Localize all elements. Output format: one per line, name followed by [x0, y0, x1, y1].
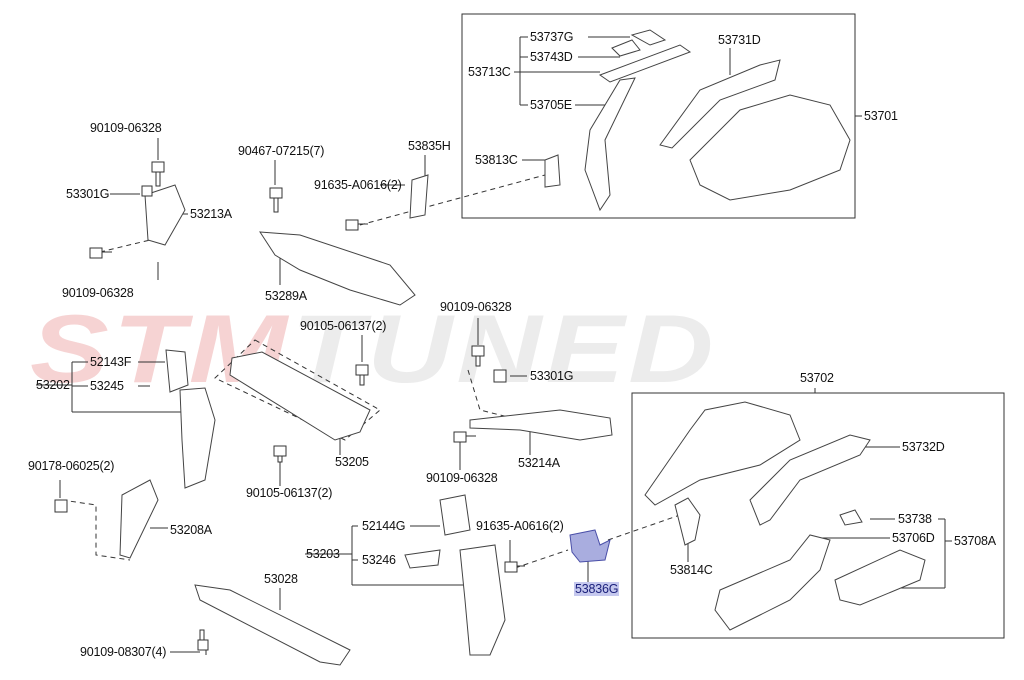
- part-label[interactable]: 90105-06137(2): [246, 486, 333, 500]
- part-label[interactable]: 53813C: [475, 153, 518, 167]
- part-label[interactable]: 53702: [800, 371, 834, 385]
- part-label[interactable]: 53835H: [408, 139, 451, 153]
- nut-icon: [493, 369, 507, 383]
- part-53705e: [584, 77, 636, 212]
- part-label[interactable]: 90105-06137(2): [300, 319, 387, 333]
- nut-icon: [54, 499, 68, 513]
- part-53208a: [119, 479, 159, 559]
- part-label[interactable]: 90109-08307(4): [80, 645, 167, 659]
- part-label[interactable]: 53301G: [530, 369, 574, 383]
- part-53813c: [544, 154, 561, 188]
- part-label[interactable]: 53246: [362, 553, 396, 567]
- part-label[interactable]: 90109-06328: [62, 286, 134, 300]
- part-53203: [459, 544, 506, 656]
- part-label[interactable]: 90109-06328: [90, 121, 162, 135]
- bolt-icon: [471, 345, 485, 367]
- dashed-guides: [61, 174, 681, 569]
- part-label[interactable]: 53301G: [66, 187, 110, 201]
- part-label[interactable]: 53743D: [530, 50, 573, 64]
- part-53706d: [714, 534, 831, 631]
- part-label[interactable]: 53213A: [190, 207, 232, 221]
- part-53743d: [611, 39, 641, 57]
- bolt-icon: [355, 364, 369, 386]
- part-label[interactable]: 53713C: [468, 65, 511, 79]
- part-label[interactable]: 53708A: [954, 534, 996, 548]
- part-label[interactable]: 90178-06025(2): [28, 459, 115, 473]
- part-53213a: [144, 184, 186, 246]
- bolt-icon: [151, 161, 165, 187]
- part-label[interactable]: 52143F: [90, 355, 132, 369]
- bolt-icon: [273, 445, 287, 463]
- bolt-icon: [453, 431, 476, 443]
- part-label-highlighted[interactable]: 53836G: [574, 582, 620, 596]
- part-53737g: [630, 29, 667, 46]
- part-53708a-rail: [834, 549, 926, 606]
- part-53731d: [659, 59, 781, 149]
- part-label[interactable]: 52144G: [362, 519, 406, 533]
- part-53205: [229, 351, 371, 441]
- bolt-icon: [504, 561, 525, 573]
- part-label[interactable]: 90109-06328: [426, 471, 498, 485]
- nut-icon: [141, 185, 153, 197]
- part-label[interactable]: 90109-06328: [440, 300, 512, 314]
- part-52143f: [165, 349, 189, 393]
- group-box-53702: [631, 392, 1005, 639]
- part-label[interactable]: 91635-A0616(2): [476, 519, 564, 533]
- part-label[interactable]: 53706D: [892, 531, 935, 545]
- part-52144g: [439, 494, 471, 536]
- part-label[interactable]: 53289A: [265, 289, 307, 303]
- part-53713c: [598, 44, 692, 83]
- part-label[interactable]: 53028: [264, 572, 298, 586]
- bolt-icon: [197, 629, 209, 651]
- part-53214a: [469, 409, 613, 441]
- part-label[interactable]: 53203: [306, 547, 340, 561]
- leader-lines: [36, 36, 952, 655]
- part-53814c: [674, 497, 701, 546]
- part-label[interactable]: 53705E: [530, 98, 572, 112]
- part-label[interactable]: 53205: [335, 455, 369, 469]
- part-label[interactable]: 53738: [898, 512, 932, 526]
- part-label[interactable]: 90467-07215(7): [238, 144, 325, 158]
- part-label[interactable]: 53731D: [718, 33, 761, 47]
- bolt-icon: [345, 219, 368, 231]
- part-53701: [689, 94, 851, 201]
- part-label[interactable]: 53737G: [530, 30, 574, 44]
- part-53246: [404, 549, 441, 569]
- part-53732d: [749, 434, 871, 526]
- part-label[interactable]: 53214A: [518, 456, 560, 470]
- part-53028: [194, 584, 351, 666]
- bolts: [54, 161, 525, 651]
- part-53289a: [259, 231, 416, 306]
- part-sketches: [119, 29, 926, 666]
- part-label[interactable]: 53245: [90, 379, 124, 393]
- part-label[interactable]: 53732D: [902, 440, 945, 454]
- part-53836g: [569, 529, 611, 563]
- part-label[interactable]: 53208A: [170, 523, 212, 537]
- part-label[interactable]: 53701: [864, 109, 898, 123]
- bolt-icon: [269, 187, 283, 213]
- part-53835h: [409, 174, 429, 219]
- part-label[interactable]: 53814C: [670, 563, 713, 577]
- part-53702: [644, 401, 801, 506]
- bolt-icon: [89, 247, 112, 259]
- part-label[interactable]: 91635-A0616(2): [314, 178, 402, 192]
- part-53738: [839, 509, 863, 526]
- part-53202: [179, 387, 216, 489]
- part-label[interactable]: 53202: [36, 378, 70, 392]
